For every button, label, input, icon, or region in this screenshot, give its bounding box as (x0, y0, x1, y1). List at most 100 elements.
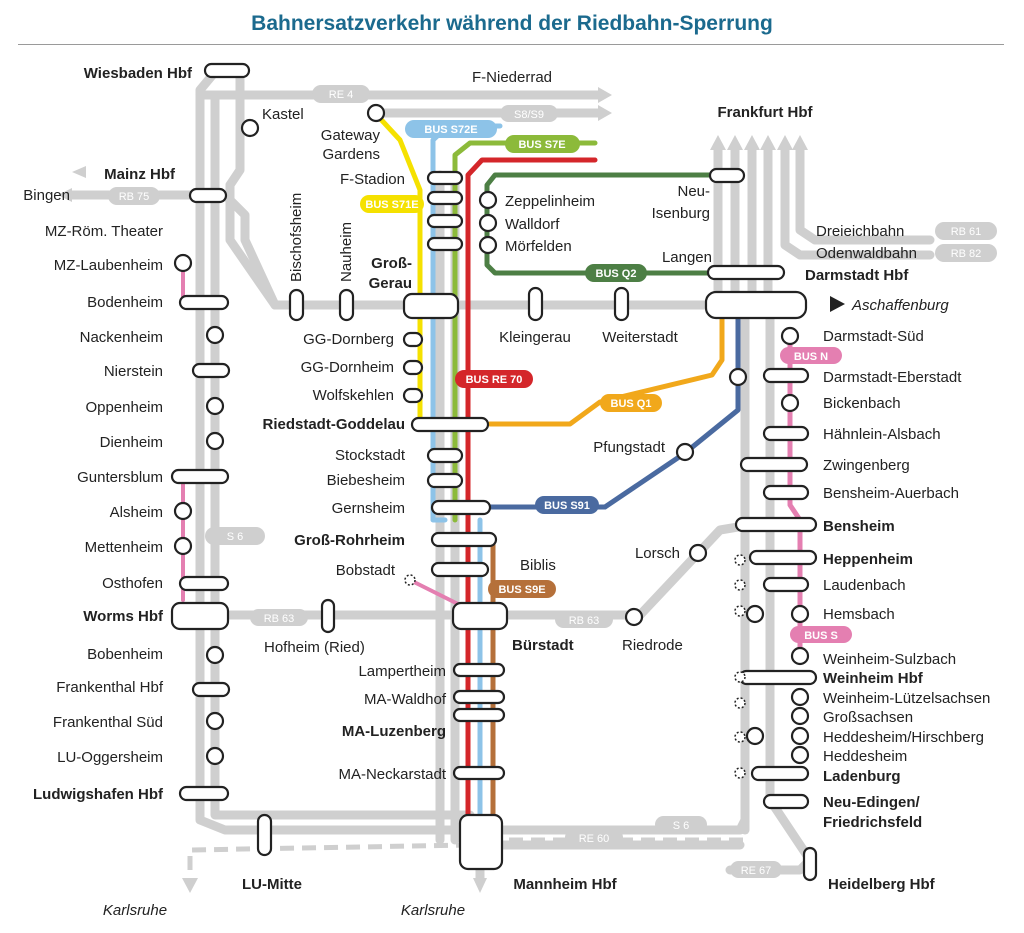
label-neu-edingen-2: Friedrichsfeld (823, 814, 922, 831)
label-weinheim-sulzbach: Weinheim-Sulzbach (823, 651, 956, 668)
label-da-eberstadt: Darmstadt-Eberstadt (823, 369, 962, 386)
label-kastel: Kastel (262, 106, 304, 123)
label-biebesheim: Biebesheim (327, 472, 405, 489)
label-darmstadt: Darmstadt Hbf (805, 267, 909, 284)
map-title: Bahnersatzverkehr während der Riedbahn-S… (251, 12, 773, 35)
label-gateway-2: Gardens (322, 146, 380, 163)
tag-rb61: RB 61 (951, 226, 982, 238)
label-karlsruhe-west: Karlsruhe (103, 902, 167, 919)
label-aschaffenburg: Aschaffenburg (851, 297, 949, 314)
label-dienheim: Dienheim (100, 434, 163, 451)
tag-re67: RE 67 (741, 865, 772, 877)
tag-rb63b: RB 63 (569, 615, 600, 627)
label-gg-dornberg: GG-Dornberg (303, 331, 394, 348)
label-gg-1: Groß- (371, 255, 412, 272)
label-gg-dornheim: GG-Dornheim (301, 359, 394, 376)
tag-q1: BUS Q1 (611, 398, 652, 410)
label-riedstadt: Riedstadt-Goddelau (262, 416, 405, 433)
label-heppenheim: Heppenheim (823, 551, 913, 568)
label-lorsch: Lorsch (635, 545, 680, 562)
label-ladenburg: Ladenburg (823, 768, 901, 785)
bus-re70-line (465, 157, 598, 818)
label-neckarstadt: MA-Neckarstadt (338, 766, 446, 783)
label-nackenheim: Nackenheim (80, 329, 163, 346)
label-karlsruhe-south: Karlsruhe (401, 902, 465, 919)
label-laudenbach: Laudenbach (823, 577, 906, 594)
label-hofheim: Hofheim (Ried) (264, 639, 365, 656)
label-f-niederrad: F-Niederrad (472, 69, 552, 86)
label-bobstadt: Bobstadt (336, 562, 396, 579)
flag-icon (830, 296, 845, 312)
label-buerstadt: Bürstadt (512, 637, 574, 654)
station-stops (170, 62, 845, 882)
label-zwingenberg: Zwingenberg (823, 457, 910, 474)
tag-rb75: RB 75 (119, 191, 150, 203)
label-bickenbach: Bickenbach (823, 395, 901, 412)
label-da-sued: Darmstadt-Süd (823, 328, 924, 345)
label-lu-mitte: LU-Mitte (242, 876, 302, 893)
label-dreieichbahn: Dreieichbahn (816, 223, 904, 240)
label-frankenthal-sued: Frankenthal Süd (53, 714, 163, 731)
label-bingen: Bingen (23, 187, 70, 204)
label-mainz: Mainz Hbf (104, 166, 176, 183)
tag-s6b: S 6 (673, 820, 690, 832)
label-luzenberg: MA-Luzenberg (342, 723, 446, 740)
tag-busn: BUS N (794, 351, 828, 363)
label-mannheim: Mannheim Hbf (513, 876, 617, 893)
label-stockstadt: Stockstadt (335, 447, 406, 464)
label-osthofen: Osthofen (102, 575, 163, 592)
title-divider (18, 44, 1004, 45)
label-wolfskehlen: Wolfskehlen (313, 387, 394, 404)
label-nierstein: Nierstein (104, 363, 163, 380)
label-gross-rohrheim: Groß-Rohrheim (294, 532, 405, 549)
label-bensheim-auerbach: Bensheim-Auerbach (823, 485, 959, 502)
tag-s6a: S 6 (227, 531, 244, 543)
tag-s72e: BUS S72E (424, 124, 477, 136)
tag-s8s9: S8/S9 (514, 109, 544, 121)
label-lampertheim: Lampertheim (358, 663, 446, 680)
line-tags: RE 4 S8/S9 BUS S72E BUS S7E BUS S71E RB … (108, 85, 997, 878)
tag-buss: BUS S (804, 630, 838, 642)
direction-arrows (58, 87, 808, 893)
tag-s91: BUS S91 (544, 500, 590, 512)
label-mz-theater: MZ-Röm. Theater (45, 223, 163, 240)
bus-q1-line (487, 315, 725, 427)
label-weinheim: Weinheim Hbf (823, 670, 924, 687)
tag-rb63a: RB 63 (264, 613, 295, 625)
label-pfungstadt: Pfungstadt (593, 439, 666, 456)
label-heidelberg: Heidelberg Hbf (828, 876, 936, 893)
arrow-icon (72, 166, 86, 178)
label-neu-edingen-1: Neu-Edingen/ (823, 794, 920, 811)
label-wiesbaden: Wiesbaden Hbf (84, 65, 193, 82)
label-frankfurt: Frankfurt Hbf (718, 104, 814, 121)
tag-s71e: BUS S71E (365, 199, 418, 211)
label-hirschberg: Heddesheim/Hirschberg (823, 729, 984, 746)
label-worms: Worms Hbf (83, 608, 164, 625)
label-hemsbach: Hemsbach (823, 606, 895, 623)
label-nauheim: Nauheim (338, 222, 355, 282)
label-grosssachsen: Großsachsen (823, 709, 913, 726)
label-mettenheim: Mettenheim (85, 539, 163, 556)
label-haehnlein: Hähnlein-Alsbach (823, 426, 941, 443)
label-langen: Langen (662, 249, 712, 266)
label-oppenheim: Oppenheim (85, 399, 163, 416)
label-moerfelden: Mörfelden (505, 238, 572, 255)
tag-q2: BUS Q2 (596, 268, 637, 280)
label-mz-laubenheim: MZ-Laubenheim (54, 257, 163, 274)
label-bodenheim: Bodenheim (87, 294, 163, 311)
label-heddesheim: Heddesheim (823, 748, 907, 765)
label-odenwaldbahn: Odenwaldbahn (816, 245, 917, 262)
label-gernsheim: Gernsheim (332, 500, 405, 517)
label-walldorf: Walldorf (505, 216, 560, 233)
station-labels: Wiesbaden Hbf Kastel Mainz Hbf Bingen MZ… (23, 65, 990, 919)
tag-re70: BUS RE 70 (466, 374, 523, 386)
label-luetzelsachsen: Weinheim-Lützelsachsen (823, 690, 990, 707)
label-oggersheim: LU-Oggersheim (57, 749, 163, 766)
label-f-stadion: F-Stadion (340, 171, 405, 188)
tag-s7e: BUS S7E (518, 139, 565, 151)
label-biblis: Biblis (520, 557, 556, 574)
label-ludwigshafen: Ludwigshafen Hbf (33, 786, 164, 803)
label-bischofsheim: Bischofsheim (288, 193, 305, 282)
